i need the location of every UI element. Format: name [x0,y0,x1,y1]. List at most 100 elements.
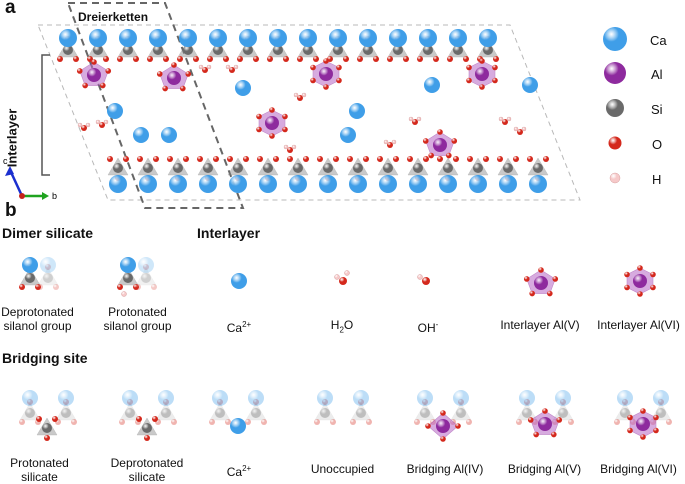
panel-b-label: b [5,200,17,221]
water-h2-3 [233,64,239,70]
icon-unoccupied-ca-left [317,390,333,406]
bottom-ca-10 [409,175,427,193]
icon-interlayer-al5-o1 [552,276,559,282]
caption-base: Interlayer Al(VI) [597,318,680,332]
icon-interlayer-al6-o4 [624,284,630,291]
icon-deprotonated-silanol-ca-left [22,257,38,273]
bottom-silicate-3-o1 [197,156,203,162]
bottom-silicate-6-si [293,163,303,173]
top-ca-0 [59,29,77,47]
icon-bridging-al5-o2 [551,431,557,438]
top-al-a-o1 [105,68,112,74]
bottom-silicate-6-o1 [287,156,293,162]
water-h1-5 [408,116,414,122]
icon-protonated-silanol-right-o1 [135,284,141,290]
top-silicate-10-si [363,45,373,55]
caption-deprotonated-silicate: Deprotonated silicate [102,456,192,484]
top-al-c-al [319,67,333,81]
bottom-al-a-o4 [422,138,429,144]
top-layer [57,29,499,92]
legend-label-al: Al [651,67,663,82]
caption-base: OH [417,321,436,335]
icon-bridging-al6-ca-right [653,390,669,406]
bottom-silicate-9-o2 [393,156,399,162]
bottom-silicate-10-o1 [407,156,413,162]
icon-unoccupied [314,390,372,425]
bridging-site-title: Bridging site [2,350,88,366]
top-silicate-2-o1 [117,56,123,62]
top-silicate-11-o1 [387,56,393,62]
bottom-silicate-12-si [473,163,483,173]
icon-bridging-ca-ca-right [248,390,264,406]
icon-oh-h [417,274,423,280]
top-silicate-1-si [93,45,103,55]
bottom-ca-11 [439,175,457,193]
top-al-c-o2 [336,77,342,84]
icon-bridging-al5-o4 [527,417,534,423]
icon-bridging-ca-left-o1 [209,419,215,425]
water-h1-9 [283,144,289,150]
bottom-ca-9 [379,175,397,193]
icon-protonated-silicate-right-si [61,408,71,418]
interlayer-ca-2 [349,103,365,119]
bottom-silicate-10-si [413,163,423,173]
icon-bridging-al6 [614,390,672,440]
top-al-d-o4 [466,77,472,84]
icon-interlayer-al5-o0 [538,267,544,273]
icon-deprotonated-silanol-right-si [43,273,53,283]
caption-text: Bridging Al(IV) [406,462,484,476]
bottom-silicate-14-si [533,163,543,173]
caption-sup: - [435,320,439,329]
caption-base: Ca [226,321,243,335]
bottom-silicate-4-o1 [227,156,233,162]
icon-protonated-silanol-ca-right [138,257,154,273]
top-ca-2 [119,29,137,47]
icon-interlayer-al6 [624,265,656,297]
bottom-silicate-5-si [263,163,273,173]
icon-bridging-ca-right-o1 [245,419,251,425]
bottom-silicate-11-o1 [437,156,443,162]
top-silicate-5-o1 [207,56,213,62]
icon-bridging-al4 [414,390,472,442]
bottom-silicate-1-o2 [153,156,159,162]
legend-label-h: H [652,172,662,187]
caption-sub: 2 [339,325,344,335]
icon-bridging-al6-o0 [640,408,646,414]
icon-bridging-ca-ca-left [212,390,228,406]
caption-sup: 2+ [242,464,252,473]
bottom-ca-7 [319,175,337,193]
caption-text: Deprotonated silanol group [1,305,74,333]
legend-swatch-al [604,62,626,84]
top-al-d-o3 [479,84,485,90]
mid-al-a-o2 [282,126,288,133]
icon-bridging-al4-o0 [440,410,446,416]
caption-sup: 2+ [242,320,252,329]
legend [603,27,627,184]
caption-base: Ca [226,465,243,479]
water-h2-0 [85,122,91,128]
dreierketten-label: Dreierketten [78,10,149,24]
caption-interlayer-al6: Interlayer Al(VI) [592,318,685,332]
water-h1-6 [498,116,504,122]
bottom-silicate-7-si [323,163,333,173]
mid-al-a-o3 [269,133,275,139]
top-silicate-12-si [423,45,433,55]
icon-bridging-al6-right-o2 [666,419,672,425]
b-axis-label: b [52,191,57,201]
bottom-ca-3 [199,175,217,193]
water-o-1 [99,122,105,128]
icon-unoccupied-left-o1 [314,419,320,425]
top-silicate-13-o1 [447,56,453,62]
icon-bridging-al5-left-si [522,408,532,418]
caption-text: Bridging Al(VI) [600,462,677,476]
interlayer-ca-5 [161,127,177,143]
top-ca-8 [299,29,317,47]
top-al-b-o1 [185,71,192,77]
icon-bridging-al6-o3 [640,434,646,440]
icon-bridging-al4-left-si [420,408,430,418]
bottom-silicate-1-si [143,163,153,173]
bottom-ca-6 [289,175,307,193]
top-al-d-o0 [479,58,485,64]
icon-bridging-al6-al [636,417,650,431]
legend-label-o: O [652,137,663,152]
